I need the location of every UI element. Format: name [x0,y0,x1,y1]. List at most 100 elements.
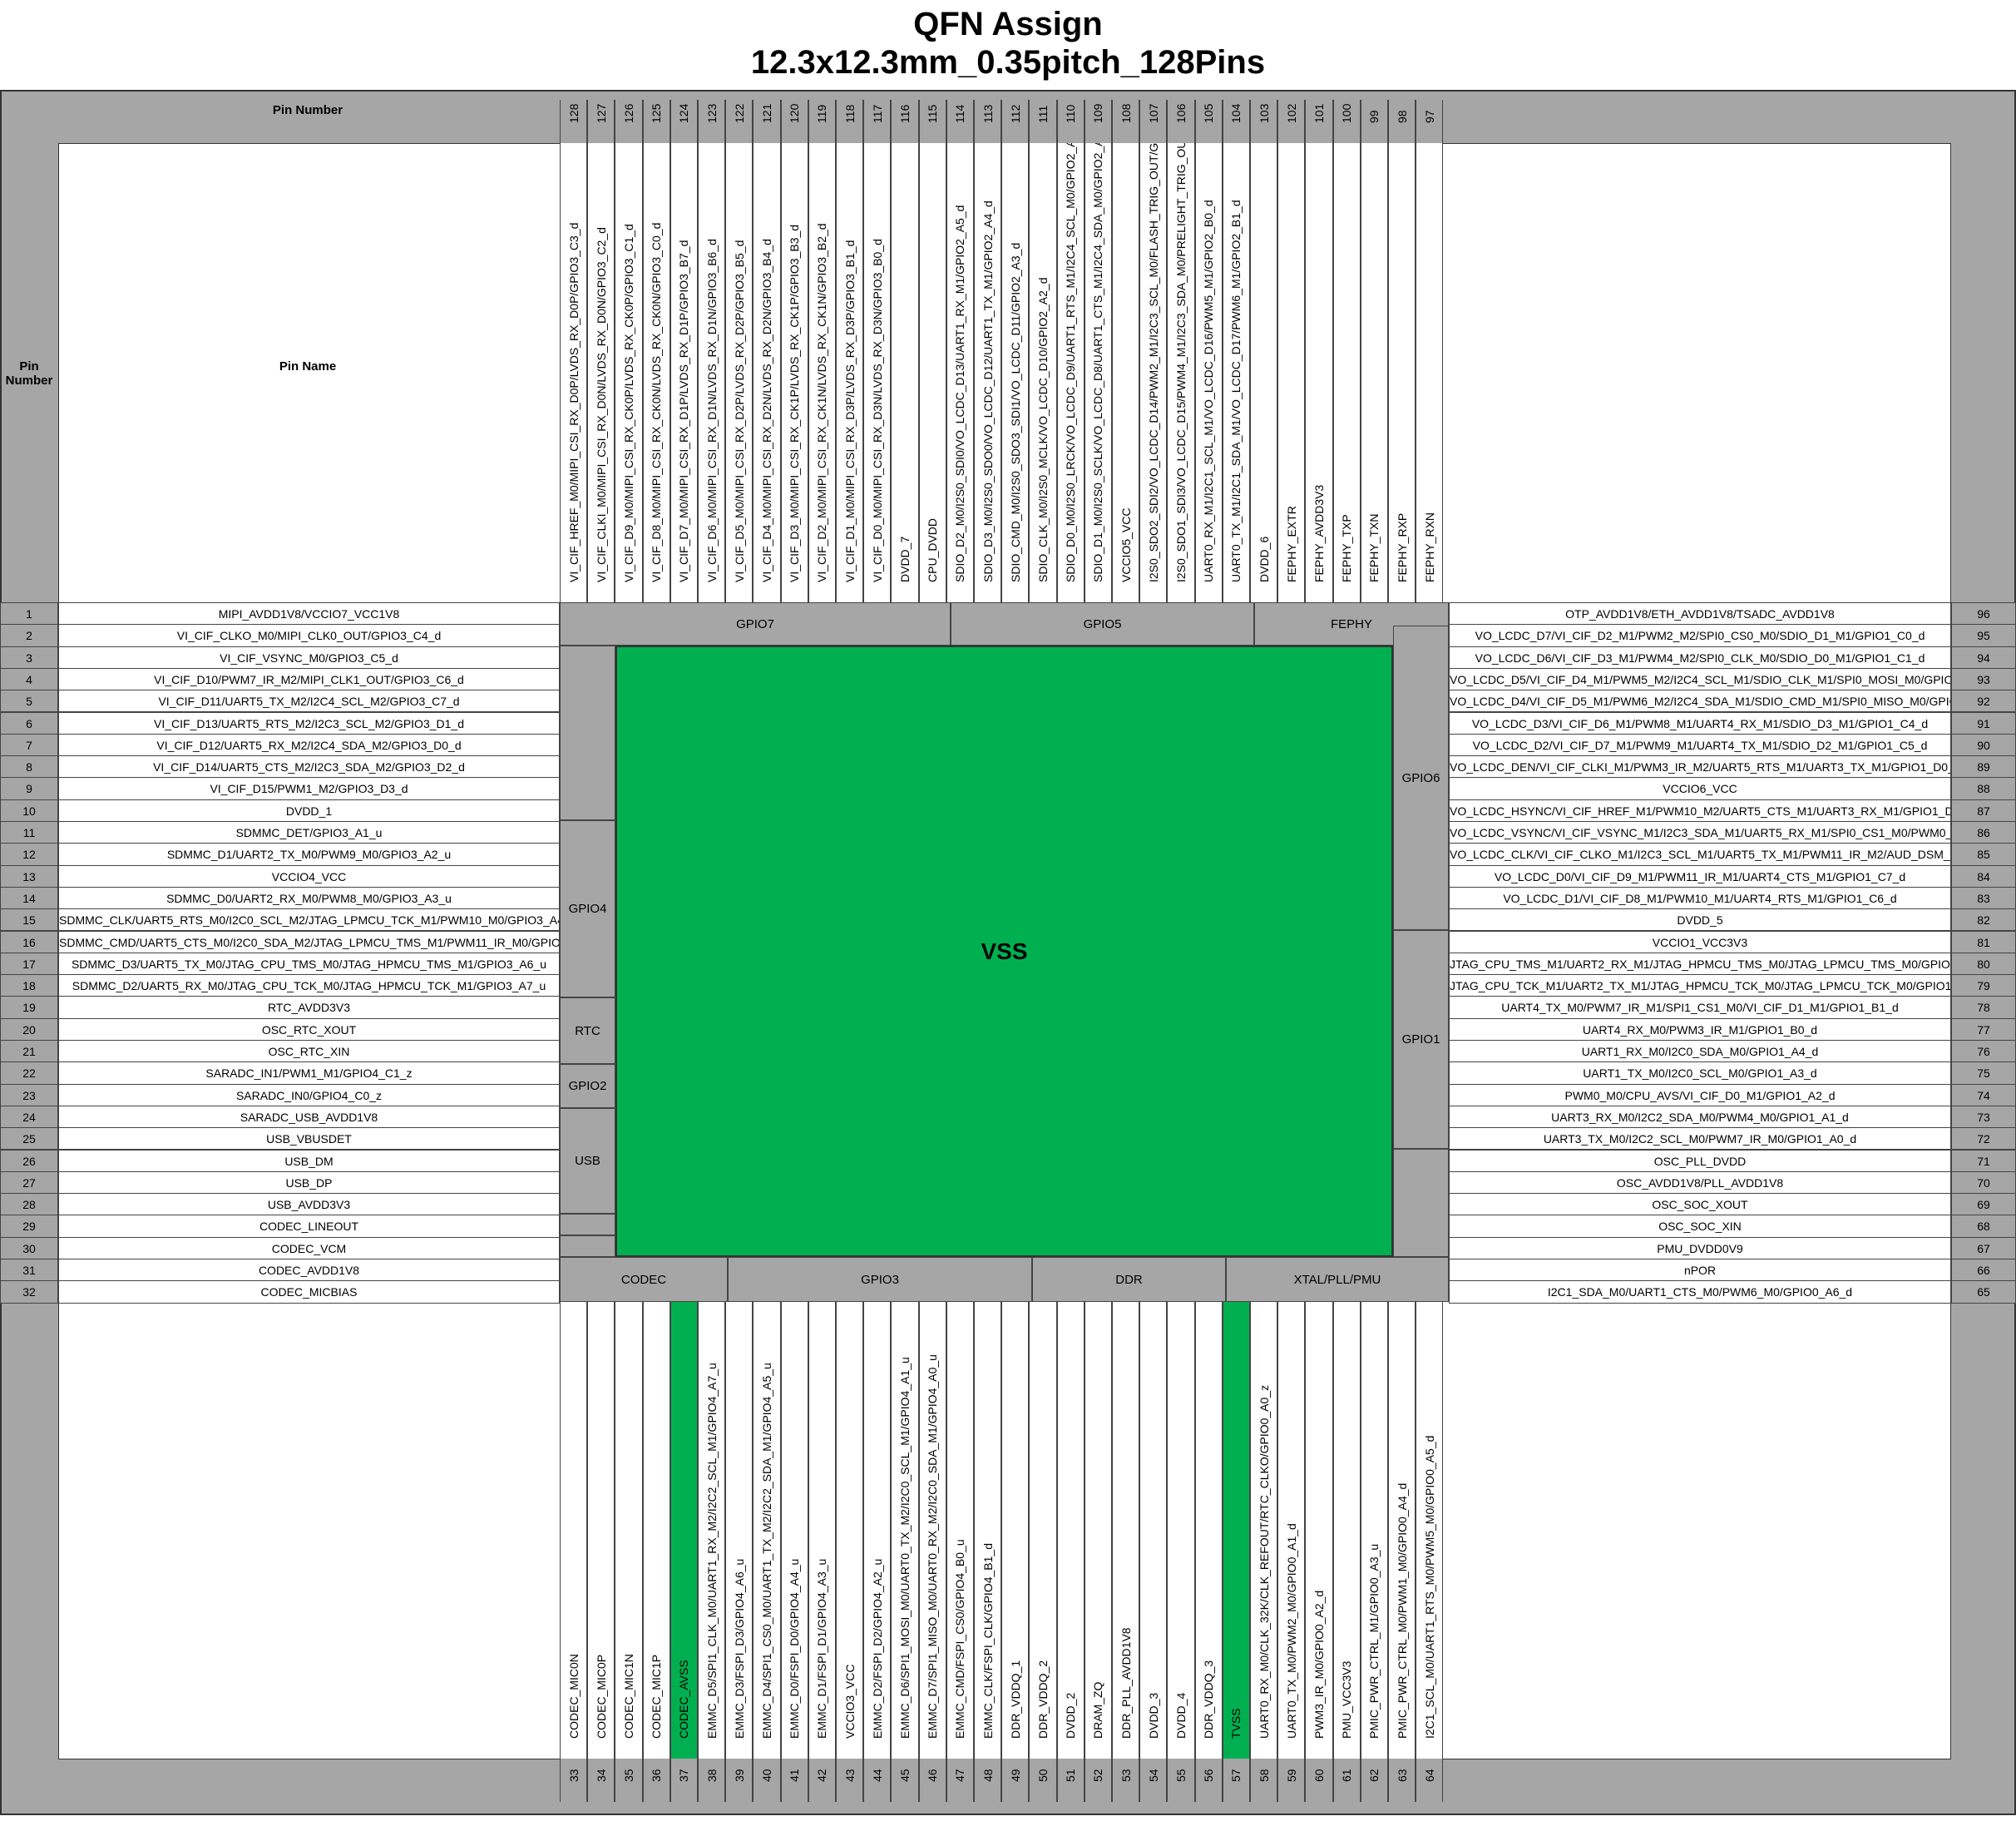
bottom-pin-number-cell: 53 [1112,1759,1140,1802]
bottom-pin-name: DRAM_ZQ [1091,1681,1105,1739]
left-pin-number: 3 [0,646,58,669]
exposed-pad-vss: VSS [615,646,1393,1257]
bottom-pin-number: 46 [926,1769,940,1782]
top-pin-name-cell: SDIO_D2_M0/I2S0_SDI0/VO_LCDC_D13/UART1_R… [946,143,974,602]
top-pin-number-cell: 111 [1029,100,1057,143]
left-pin-number: 19 [0,996,58,1019]
right-pin-name: VO_LCDC_D2/VI_CIF_D7_M1/PWM9_M1/UART4_TX… [1449,733,1951,757]
top-pin-name: VI_CIF_D0_M0/MIPI_CSI_RX_D3N/LVDS_RX_D3N… [870,239,884,582]
left-pin-name: VCCIO4_VCC [58,864,560,888]
top-pin-name: SDIO_D2_M0/I2S0_SDI0/VO_LCDC_D13/UART1_R… [953,205,967,582]
left-pin-number: 21 [0,1040,58,1063]
bottom-pin-name: UART0_RX_M0/CLK_32K/CLK_REFOUT/RTC_CLKO/… [1257,1384,1271,1739]
bottom-pin-number: 47 [953,1769,967,1782]
header-pin-number-top-text: Pin Number [272,103,343,117]
top-pin-number-cell: 97 [1416,100,1444,143]
top-pin-number-cell: 102 [1277,100,1306,143]
header-pin-number-left: Pin Number [2,359,57,388]
top-pin-number-cell: 119 [808,100,836,143]
bottom-pin-number: 51 [1064,1769,1078,1782]
left-pin-number: 7 [0,733,58,757]
top-pin-number: 116 [897,104,912,123]
right-pin-number: 69 [1951,1193,2016,1216]
bottom-pin-name: DDR_VDDQ_1 [1008,1660,1022,1739]
bottom-pin-number: 42 [815,1769,829,1782]
left-pin-name: USB_AVDD3V3 [58,1193,560,1216]
top-pin-number: 107 [1146,103,1160,123]
bottom-pin-name: EMMC_D3/FSPI_D3/GPIO4_A6_u [732,1558,746,1739]
bottom-pin-name-cell: EMMC_D5/SPI1_CLK_M0/UART1_RX_M2/I2C2_SCL… [698,1302,726,1759]
bottom-pin-name-cell: I2C1_SCL_M0/UART1_RTS_M0/PWM5_M0/GPIO0_A… [1416,1302,1444,1759]
top-pin-name-cell: FEPHY_TXP [1332,143,1361,602]
bottom-pin-number: 63 [1395,1769,1409,1782]
left-pin-number: 23 [0,1083,58,1106]
bottom-pin-name-cell: EMMC_D7/SPI1_MISO_M0/UART0_RX_M2/I2C0_SD… [918,1302,946,1759]
bottom-pin-number: 44 [870,1769,884,1782]
bottom-pin-name-cell: CODEC_MIC1N [615,1302,643,1759]
bottom-pin-number-cell: 56 [1194,1759,1223,1802]
group-gpio1: GPIO1 [1393,930,1449,1149]
bottom-pin-number-cell: 55 [1167,1759,1195,1802]
bottom-pin-name: EMMC_CLK/FSPI_CLK/GPIO4_B1_d [981,1543,995,1739]
bottom-pin-name: EMMC_D2/FSPI_D2/GPIO4_A2_u [870,1558,884,1739]
bottom-pin-name-cell: EMMC_D3/FSPI_D3/GPIO4_A6_u [725,1302,754,1759]
left-pin-name: VI_CIF_VSYNC_M0/GPIO3_C5_d [58,646,560,669]
top-pin-number-cell: 98 [1388,100,1416,143]
bottom-pin-number: 34 [594,1769,608,1782]
left-pin-name: OSC_RTC_XOUT [58,1017,560,1041]
bottom-pin-name-cell: DDR_PLL_AVDD1V8 [1112,1302,1140,1759]
left-pin-name: USB_VBUSDET [58,1127,560,1151]
top-pin-name: SDIO_D1_M0/I2S0_SCLK/VO_LCDC_D8/UART1_CT… [1091,143,1105,582]
group-left-codec-b [560,1235,615,1257]
top-pin-name-cell: FEPHY_RXP [1388,143,1416,602]
left-pin-name: VI_CIF_D13/UART5_RTS_M2/I2C3_SCL_M2/GPIO… [58,711,560,735]
right-pin-name: UART3_TX_M0/I2C2_SCL_M0/PWM7_IR_M0/GPIO1… [1449,1127,1951,1151]
bottom-pin-number: 37 [677,1769,691,1782]
bottom-pin-name: DDR_VDDQ_3 [1202,1660,1216,1739]
bottom-pin-name-cell: DVDD_2 [1056,1302,1085,1759]
right-pin-name: OSC_SOC_XIN [1449,1215,1951,1238]
top-pin-number: 110 [1064,104,1078,123]
left-pin-name: SDMMC_CLK/UART5_RTS_M0/I2C0_SCL_M2/JTAG_… [58,908,560,932]
right-pin-number: 88 [1951,777,2016,800]
top-pin-name: FEPHY_TXN [1367,513,1381,582]
top-pin-name: I2S0_SDO1_SDI3/VO_LCDC_D15/PWM4_M1/I2C3_… [1174,143,1188,582]
bottom-pin-name: CODEC_MIC0P [594,1654,608,1739]
top-pin-name-cell: VI_CIF_D7_M0/MIPI_CSI_RX_D1P/LVDS_RX_D1P… [670,143,698,602]
top-pin-name-cell: VI_CIF_D1_M0/MIPI_CSI_RX_D3P/LVDS_RX_D3P… [836,143,864,602]
bottom-pin-name-cell: DDR_VDDQ_3 [1194,1302,1223,1759]
right-pin-name: UART4_TX_M0/PWM7_IR_M1/SPI1_CS1_M0/VI_CI… [1449,996,1951,1019]
group-ddr: DDR [1032,1257,1226,1302]
bottom-pin-number-cell: 36 [642,1759,670,1802]
group-left-spacer [560,646,615,820]
top-pin-number: 127 [594,103,608,123]
left-pin-number: 29 [0,1215,58,1238]
top-pin-number: 105 [1202,103,1216,123]
top-pin-name-cell: CPU_DVDD [918,143,946,602]
left-pin-number: 14 [0,886,58,910]
right-pin-number: 90 [1951,733,2016,757]
left-pin-number: 25 [0,1127,58,1151]
bottom-pin-name: PMU_VCC3V3 [1340,1660,1354,1739]
left-pin-number: 2 [0,624,58,647]
left-pin-name: SARADC_IN0/GPIO4_C0_z [58,1083,560,1106]
top-pin-number-cell: 110 [1056,100,1085,143]
right-pin-name: VO_LCDC_DEN/VI_CIF_CLKI_M1/PWM3_IR_M2/UA… [1449,755,1951,779]
top-pin-name-cell: I2S0_SDO2_SDI2/VO_LCDC_D14/PWM2_M1/I2C3_… [1139,143,1168,602]
bottom-pin-number: 39 [732,1769,746,1782]
right-pin-name: VO_LCDC_D7/VI_CIF_D2_M1/PWM2_M2/SPI0_CS0… [1449,624,1951,647]
right-pin-name: DVDD_5 [1449,908,1951,932]
bottom-pin-number-cell: 50 [1029,1759,1057,1802]
left-pin-name: USB_DP [58,1170,560,1195]
top-pin-number: 126 [621,103,635,123]
right-pin-number: 83 [1951,886,2016,910]
top-pin-name-cell: DVDD_6 [1250,143,1278,602]
right-pin-name: VO_LCDC_D0/VI_CIF_D9_M1/PWM11_IR_M1/UART… [1449,864,1951,888]
top-pin-name: VI_CIF_D6_M0/MIPI_CSI_RX_D1N/LVDS_RX_D1N… [704,239,719,582]
right-pin-number: 66 [1951,1259,2016,1282]
top-pin-number: 119 [815,104,829,123]
right-pin-name: VO_LCDC_D5/VI_CIF_D4_M1/PWM5_M2/I2C4_SCL… [1449,667,1951,691]
top-pin-number: 114 [953,104,967,123]
top-pin-number-cell: 107 [1139,100,1168,143]
left-pin-number: 16 [0,930,58,953]
